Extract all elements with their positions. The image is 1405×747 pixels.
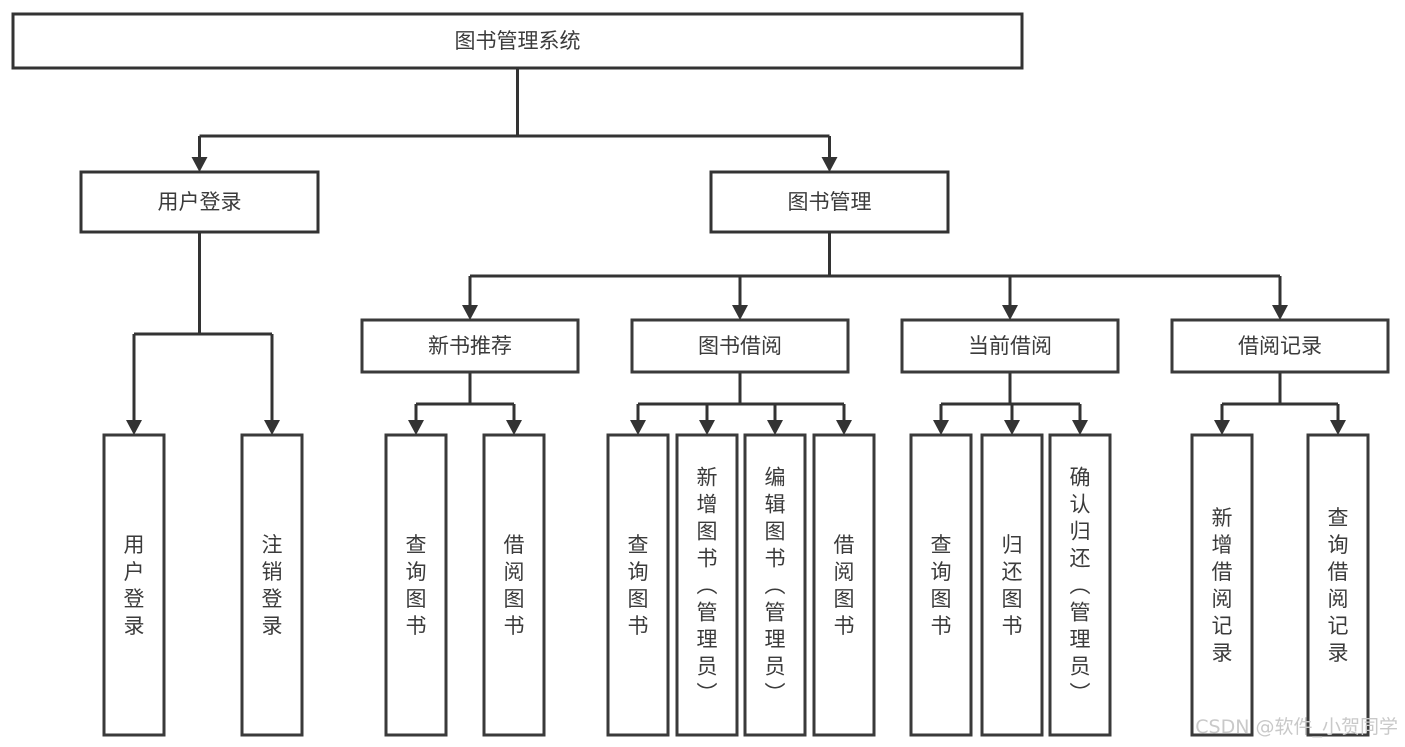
arrow-head-icon xyxy=(408,420,424,435)
arrow-head-icon xyxy=(1004,420,1020,435)
node-label: 当前借阅 xyxy=(968,334,1052,358)
node-box[interactable] xyxy=(909,433,973,737)
node-borrow-edit-book[interactable]: 编辑图书︵管理员︶ xyxy=(743,433,807,737)
node-borrow-add-book[interactable]: 新增图书︵管理员︶ xyxy=(675,433,739,737)
arrow-head-icon xyxy=(1072,420,1088,435)
node-label: 图书借阅 xyxy=(698,334,782,358)
arrow-head-icon xyxy=(1330,420,1346,435)
node-box[interactable] xyxy=(606,433,670,737)
node-label: 借阅图书 xyxy=(504,533,525,638)
node-label: 查询借阅记录 xyxy=(1328,506,1349,665)
arrow-head-icon xyxy=(264,420,280,435)
node-box[interactable] xyxy=(900,318,1120,374)
node-box[interactable] xyxy=(102,433,166,737)
arrow-head-icon xyxy=(732,305,748,320)
node-label: 图书管理 xyxy=(788,190,872,214)
arrow-head-icon xyxy=(933,420,949,435)
node-label: 归还图书 xyxy=(1002,533,1023,638)
node-record-add[interactable]: 新增借阅记录 xyxy=(1190,433,1254,737)
arrow-head-icon xyxy=(836,420,852,435)
node-box[interactable] xyxy=(1190,433,1254,737)
node-label: 查询图书 xyxy=(406,533,427,638)
node-box[interactable] xyxy=(1170,318,1390,374)
node-current-return-book[interactable]: 归还图书 xyxy=(980,433,1044,737)
node-book-borrow[interactable]: 图书借阅 xyxy=(630,318,850,374)
node-label: 借阅记录 xyxy=(1238,334,1322,358)
arrow-head-icon xyxy=(126,420,142,435)
node-label: 查询图书 xyxy=(628,533,649,638)
node-box[interactable] xyxy=(79,170,320,234)
arrow-head-icon xyxy=(1272,305,1288,320)
arrow-head-icon xyxy=(1002,305,1018,320)
arrow-head-icon xyxy=(1214,420,1230,435)
node-current-query-book[interactable]: 查询图书 xyxy=(909,433,973,737)
node-borrow-borrow-book[interactable]: 借阅图书 xyxy=(812,433,876,737)
node-box[interactable] xyxy=(630,318,850,374)
arrow-head-icon xyxy=(699,420,715,435)
node-label: 确认归还︵管理员︶ xyxy=(1070,466,1091,706)
node-label: 新增借阅记录 xyxy=(1212,506,1233,665)
node-label: 注销登录 xyxy=(262,533,283,638)
node-box[interactable] xyxy=(360,318,580,374)
connector-layer xyxy=(126,68,1346,435)
node-user-login-do[interactable]: 用户登录 xyxy=(102,433,166,737)
arrow-head-icon xyxy=(462,305,478,320)
node-label: 新增图书︵管理员︶ xyxy=(697,466,718,706)
node-recommend-query-book[interactable]: 查询图书 xyxy=(384,433,448,737)
node-label: 新书推荐 xyxy=(428,334,512,358)
arrow-head-icon xyxy=(191,157,208,172)
watermark-label: CSDN @软件_小贺同学 xyxy=(1195,716,1398,738)
node-box[interactable] xyxy=(980,433,1044,737)
node-label: 用户登录 xyxy=(124,533,145,638)
node-box[interactable] xyxy=(675,433,739,737)
arrow-head-icon xyxy=(767,420,783,435)
node-box[interactable] xyxy=(240,433,304,737)
node-box[interactable] xyxy=(812,433,876,737)
node-label: 查询图书 xyxy=(931,533,952,638)
node-recommend-borrow-book[interactable]: 借阅图书 xyxy=(482,433,546,737)
node-current-borrow[interactable]: 当前借阅 xyxy=(900,318,1120,374)
node-root[interactable]: 图书管理系统 xyxy=(11,12,1024,70)
arrow-head-icon xyxy=(630,420,646,435)
node-box[interactable] xyxy=(743,433,807,737)
node-box[interactable] xyxy=(384,433,448,737)
arrow-head-icon xyxy=(821,157,838,172)
node-box[interactable] xyxy=(482,433,546,737)
node-new-book-recommend[interactable]: 新书推荐 xyxy=(360,318,580,374)
node-label: 借阅图书 xyxy=(834,533,855,638)
node-box[interactable] xyxy=(1306,433,1370,737)
node-layer: 图书管理系统用户登录用户登录注销登录图书管理新书推荐查询图书借阅图书图书借阅查询… xyxy=(11,12,1390,737)
node-label: 图书管理系统 xyxy=(455,29,581,53)
node-label: 编辑图书︵管理员︶ xyxy=(765,466,786,706)
node-user-login[interactable]: 用户登录 xyxy=(79,170,320,234)
node-borrow-query-book[interactable]: 查询图书 xyxy=(606,433,670,737)
node-current-confirm-return[interactable]: 确认归还︵管理员︶ xyxy=(1048,433,1112,737)
arrow-head-icon xyxy=(506,420,522,435)
node-user-logout[interactable]: 注销登录 xyxy=(240,433,304,737)
node-borrow-record[interactable]: 借阅记录 xyxy=(1170,318,1390,374)
node-box[interactable] xyxy=(1048,433,1112,737)
node-label: 用户登录 xyxy=(158,190,242,214)
node-box[interactable] xyxy=(709,170,950,234)
node-record-query[interactable]: 查询借阅记录 xyxy=(1306,433,1370,737)
node-box[interactable] xyxy=(11,12,1024,70)
node-book-manage[interactable]: 图书管理 xyxy=(709,170,950,234)
